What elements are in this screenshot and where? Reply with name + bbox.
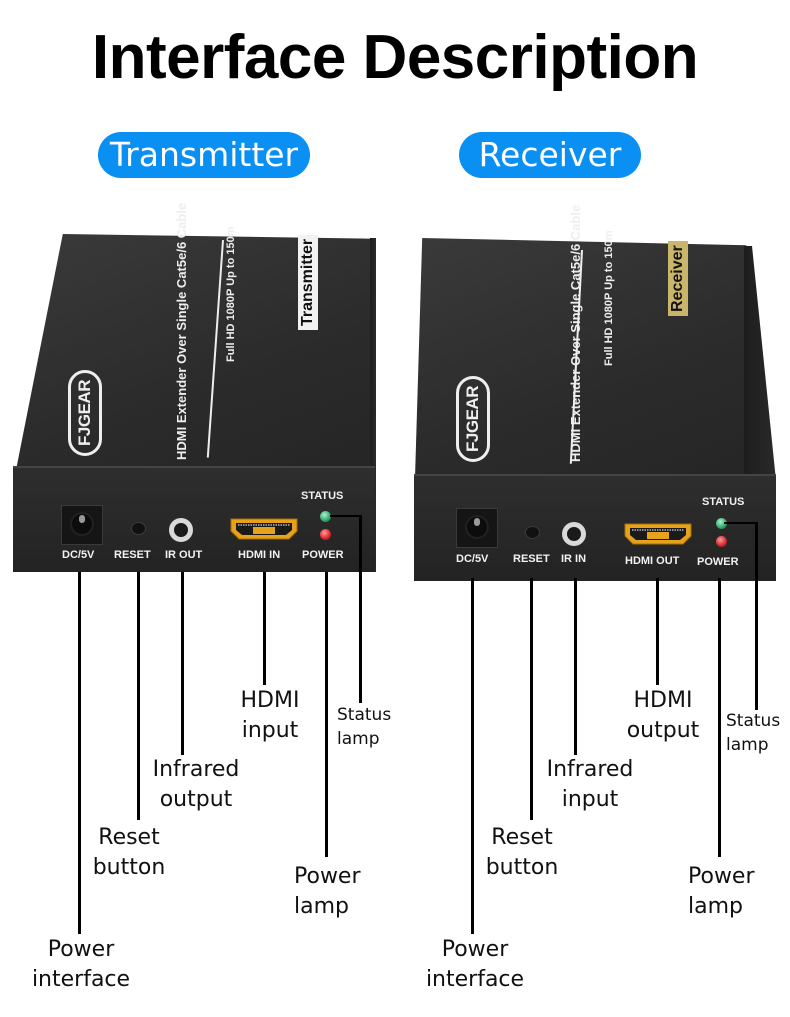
dc-power-jack[interactable]	[456, 508, 498, 548]
callout-line: Status	[337, 705, 392, 725]
dc-label: DC/5V	[456, 553, 489, 565]
callout-line: Reset	[491, 825, 553, 850]
power-label: POWER	[697, 556, 739, 568]
ir-out-jack[interactable]	[169, 518, 193, 542]
ir-in-jack[interactable]	[562, 522, 586, 546]
receiver-top-panel	[415, 238, 775, 478]
leader-line-infrared	[181, 572, 184, 755]
hdmi-in-port[interactable]	[229, 518, 299, 540]
power-label: POWER	[302, 549, 344, 561]
hdmi-label: HDMI IN	[238, 549, 281, 561]
callout-line: lamp	[337, 729, 380, 749]
hdmi-label: HDMI OUT	[625, 555, 680, 567]
transmitter-brand-logo: FJGEAR	[68, 370, 102, 456]
status-label: STATUS	[702, 496, 745, 508]
leader-line-hdmi	[656, 578, 659, 685]
callout-line: Power	[688, 864, 755, 889]
ir-label: IR OUT	[165, 549, 203, 561]
transmitter-badge: Transmitter	[298, 234, 318, 330]
callout-hdmi-output: HDMI output	[618, 686, 708, 746]
reset-label: RESET	[513, 553, 550, 565]
callout-line: button	[92, 855, 166, 880]
callout-line: output	[159, 787, 233, 812]
status-led	[716, 518, 727, 529]
receiver-heading: Receiver	[459, 132, 641, 178]
product-description: HDMI Extender Over Single Cat5e/6 Cable	[174, 202, 189, 460]
callout-line: Power	[441, 937, 509, 962]
callout-line: input	[561, 787, 619, 812]
dc-label: DC/5V	[62, 549, 95, 561]
callout-reset-button: Reset button	[84, 823, 174, 883]
leader-line-hdmi	[263, 572, 266, 685]
callout-infrared-output: Infrared output	[144, 755, 248, 815]
callout-line: HDMI	[633, 688, 693, 713]
leader-line-power-lamp	[325, 572, 328, 857]
reset-label: RESET	[114, 549, 151, 561]
power-led	[716, 536, 727, 547]
leader-line-status	[359, 515, 362, 703]
leader-line-power-interface	[471, 578, 474, 934]
callout-line: input	[241, 718, 299, 743]
callout-line: HDMI	[240, 688, 300, 713]
leader-line-reset	[530, 578, 533, 820]
brand-text: FJGEAR	[463, 386, 482, 452]
callout-line: Power	[47, 937, 115, 962]
callout-line: Power	[294, 864, 361, 889]
reset-button[interactable]	[132, 523, 145, 534]
leader-line-reset	[137, 572, 140, 820]
leader-line-status-h	[330, 515, 361, 517]
callout-infrared-input: Infrared input	[538, 755, 642, 815]
page-title: Interface Description	[91, 23, 699, 92]
callout-line: lamp	[726, 735, 769, 755]
leader-line-power-lamp	[718, 578, 721, 857]
transmitter-heading: Transmitter	[98, 132, 310, 178]
leader-line-status	[755, 522, 758, 710]
product-description: HDMI Extender Over Single Cat5e/6 Cable	[568, 204, 583, 462]
callout-line: Status	[726, 711, 781, 731]
callout-power-interface: Power interface	[414, 935, 536, 995]
callout-line: Reset	[98, 825, 160, 850]
callout-line: lamp	[294, 894, 349, 919]
status-led	[320, 511, 331, 522]
callout-line: interface	[31, 967, 131, 992]
status-label: STATUS	[301, 490, 344, 502]
ir-label: IR IN	[561, 553, 587, 565]
reset-button[interactable]	[526, 527, 539, 538]
callout-status-lamp: Status lamp	[337, 703, 391, 751]
receiver-brand-logo: FJGEAR	[456, 376, 490, 462]
callout-line: output	[626, 718, 700, 743]
callout-power-lamp: Power lamp	[294, 862, 374, 922]
receiver-badge: Receiver	[668, 241, 688, 316]
callout-line: Infrared	[546, 757, 634, 782]
callout-reset-button: Reset button	[477, 823, 567, 883]
callout-line: button	[485, 855, 559, 880]
callout-power-lamp: Power lamp	[688, 862, 768, 922]
leader-line-status-h	[724, 522, 757, 524]
brand-text: FJGEAR	[75, 380, 94, 446]
hdmi-out-port[interactable]	[623, 523, 693, 545]
product-specs: Full HD 1080P Up to 150m	[225, 226, 237, 362]
transmitter-side-panel	[370, 238, 376, 572]
leader-line-power-interface	[78, 572, 81, 934]
callout-line: interface	[425, 967, 525, 992]
callout-line: lamp	[688, 894, 743, 919]
callout-line: Infrared	[152, 757, 240, 782]
callout-status-lamp: Status lamp	[726, 709, 780, 757]
callout-hdmi-input: HDMI input	[234, 686, 306, 746]
callout-power-interface: Power interface	[20, 935, 142, 995]
dc-power-jack[interactable]	[61, 505, 103, 545]
product-specs: Full HD 1080P Up to 150m	[603, 230, 615, 366]
leader-line-infrared	[574, 578, 577, 755]
power-led	[320, 529, 331, 540]
